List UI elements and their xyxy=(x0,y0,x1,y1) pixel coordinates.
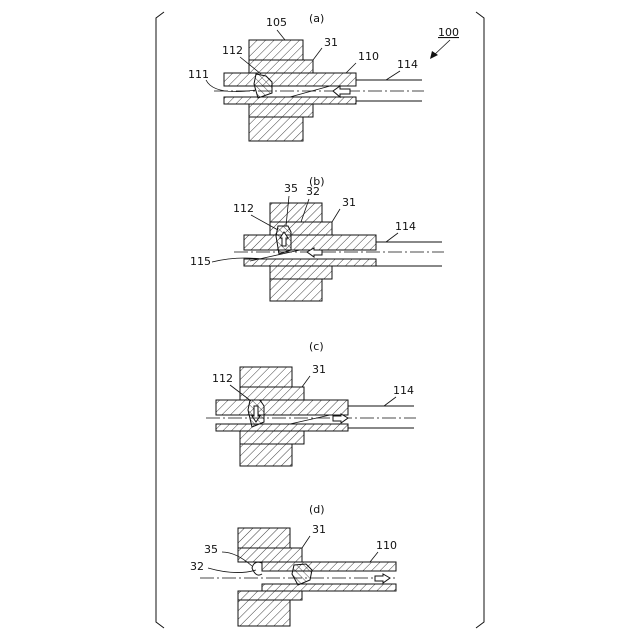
label-105: 105 xyxy=(266,16,287,29)
clamp-block-upper xyxy=(249,40,303,60)
clamp-block-upper xyxy=(238,528,290,548)
label-31: 31 xyxy=(312,363,326,376)
clamp-block-lower xyxy=(249,104,313,117)
clamp-block-lower xyxy=(238,591,302,600)
tube-wall-upper xyxy=(244,235,376,250)
pad-upper xyxy=(238,548,302,562)
label-114: 114 xyxy=(393,384,414,397)
pad-upper xyxy=(249,60,313,73)
panel-a-caption: (a) xyxy=(309,12,324,25)
label-112: 112 xyxy=(233,202,254,215)
panel-c: (c) 112 31 114 xyxy=(206,340,416,466)
label-112: 112 xyxy=(222,44,243,57)
clamp-block-base xyxy=(238,600,290,626)
figure-ref-number: 100 xyxy=(438,26,459,39)
label-35: 35 xyxy=(204,543,218,556)
label-115: 115 xyxy=(190,255,211,268)
clamp-block-base xyxy=(270,279,322,301)
panel-d-caption: (d) xyxy=(309,503,325,516)
cutter-blade xyxy=(292,564,312,585)
clamp-block-base xyxy=(249,117,303,141)
motion-arrow-left xyxy=(333,86,350,97)
pad-upper xyxy=(240,387,304,400)
tube-wall-lower xyxy=(216,424,348,431)
tube-wall-upper xyxy=(216,400,348,415)
figure-bracket-left xyxy=(156,12,164,628)
label-112: 112 xyxy=(212,372,233,385)
panel-b: (b) 35 32 31 112 114 115 xyxy=(190,175,444,301)
clamp-block-base xyxy=(240,444,292,466)
panel-c-caption: (c) xyxy=(309,340,324,353)
panel-d: (d) 31 110 35 32 xyxy=(190,503,398,626)
figure-bracket-right xyxy=(476,12,484,628)
label-114: 114 xyxy=(397,58,418,71)
label-111: 111 xyxy=(188,68,209,81)
label-114: 114 xyxy=(395,220,416,233)
chip-curl xyxy=(252,562,262,575)
label-31: 31 xyxy=(342,196,356,209)
panel-a: (a) 105 31 112 110 111 114 xyxy=(188,12,424,141)
clamp-block-lower xyxy=(270,266,332,279)
tube-wall-lower xyxy=(224,97,356,104)
label-110: 110 xyxy=(358,50,379,63)
tube-wall-lower xyxy=(244,259,376,266)
ref-arrow xyxy=(430,40,450,59)
clamp-block-lower xyxy=(240,431,304,444)
clamp-block-upper xyxy=(270,203,322,222)
motion-arrow-right xyxy=(375,574,390,583)
tube-wall-upper xyxy=(262,562,396,571)
label-35: 35 xyxy=(284,182,298,195)
label-32: 32 xyxy=(190,560,204,573)
tube-wall-upper xyxy=(224,73,356,86)
label-31: 31 xyxy=(312,523,326,536)
label-32: 32 xyxy=(306,185,320,198)
label-31: 31 xyxy=(324,36,338,49)
tube-wall-lower xyxy=(262,584,396,591)
label-110: 110 xyxy=(376,539,397,552)
clamp-block-upper xyxy=(240,367,292,387)
